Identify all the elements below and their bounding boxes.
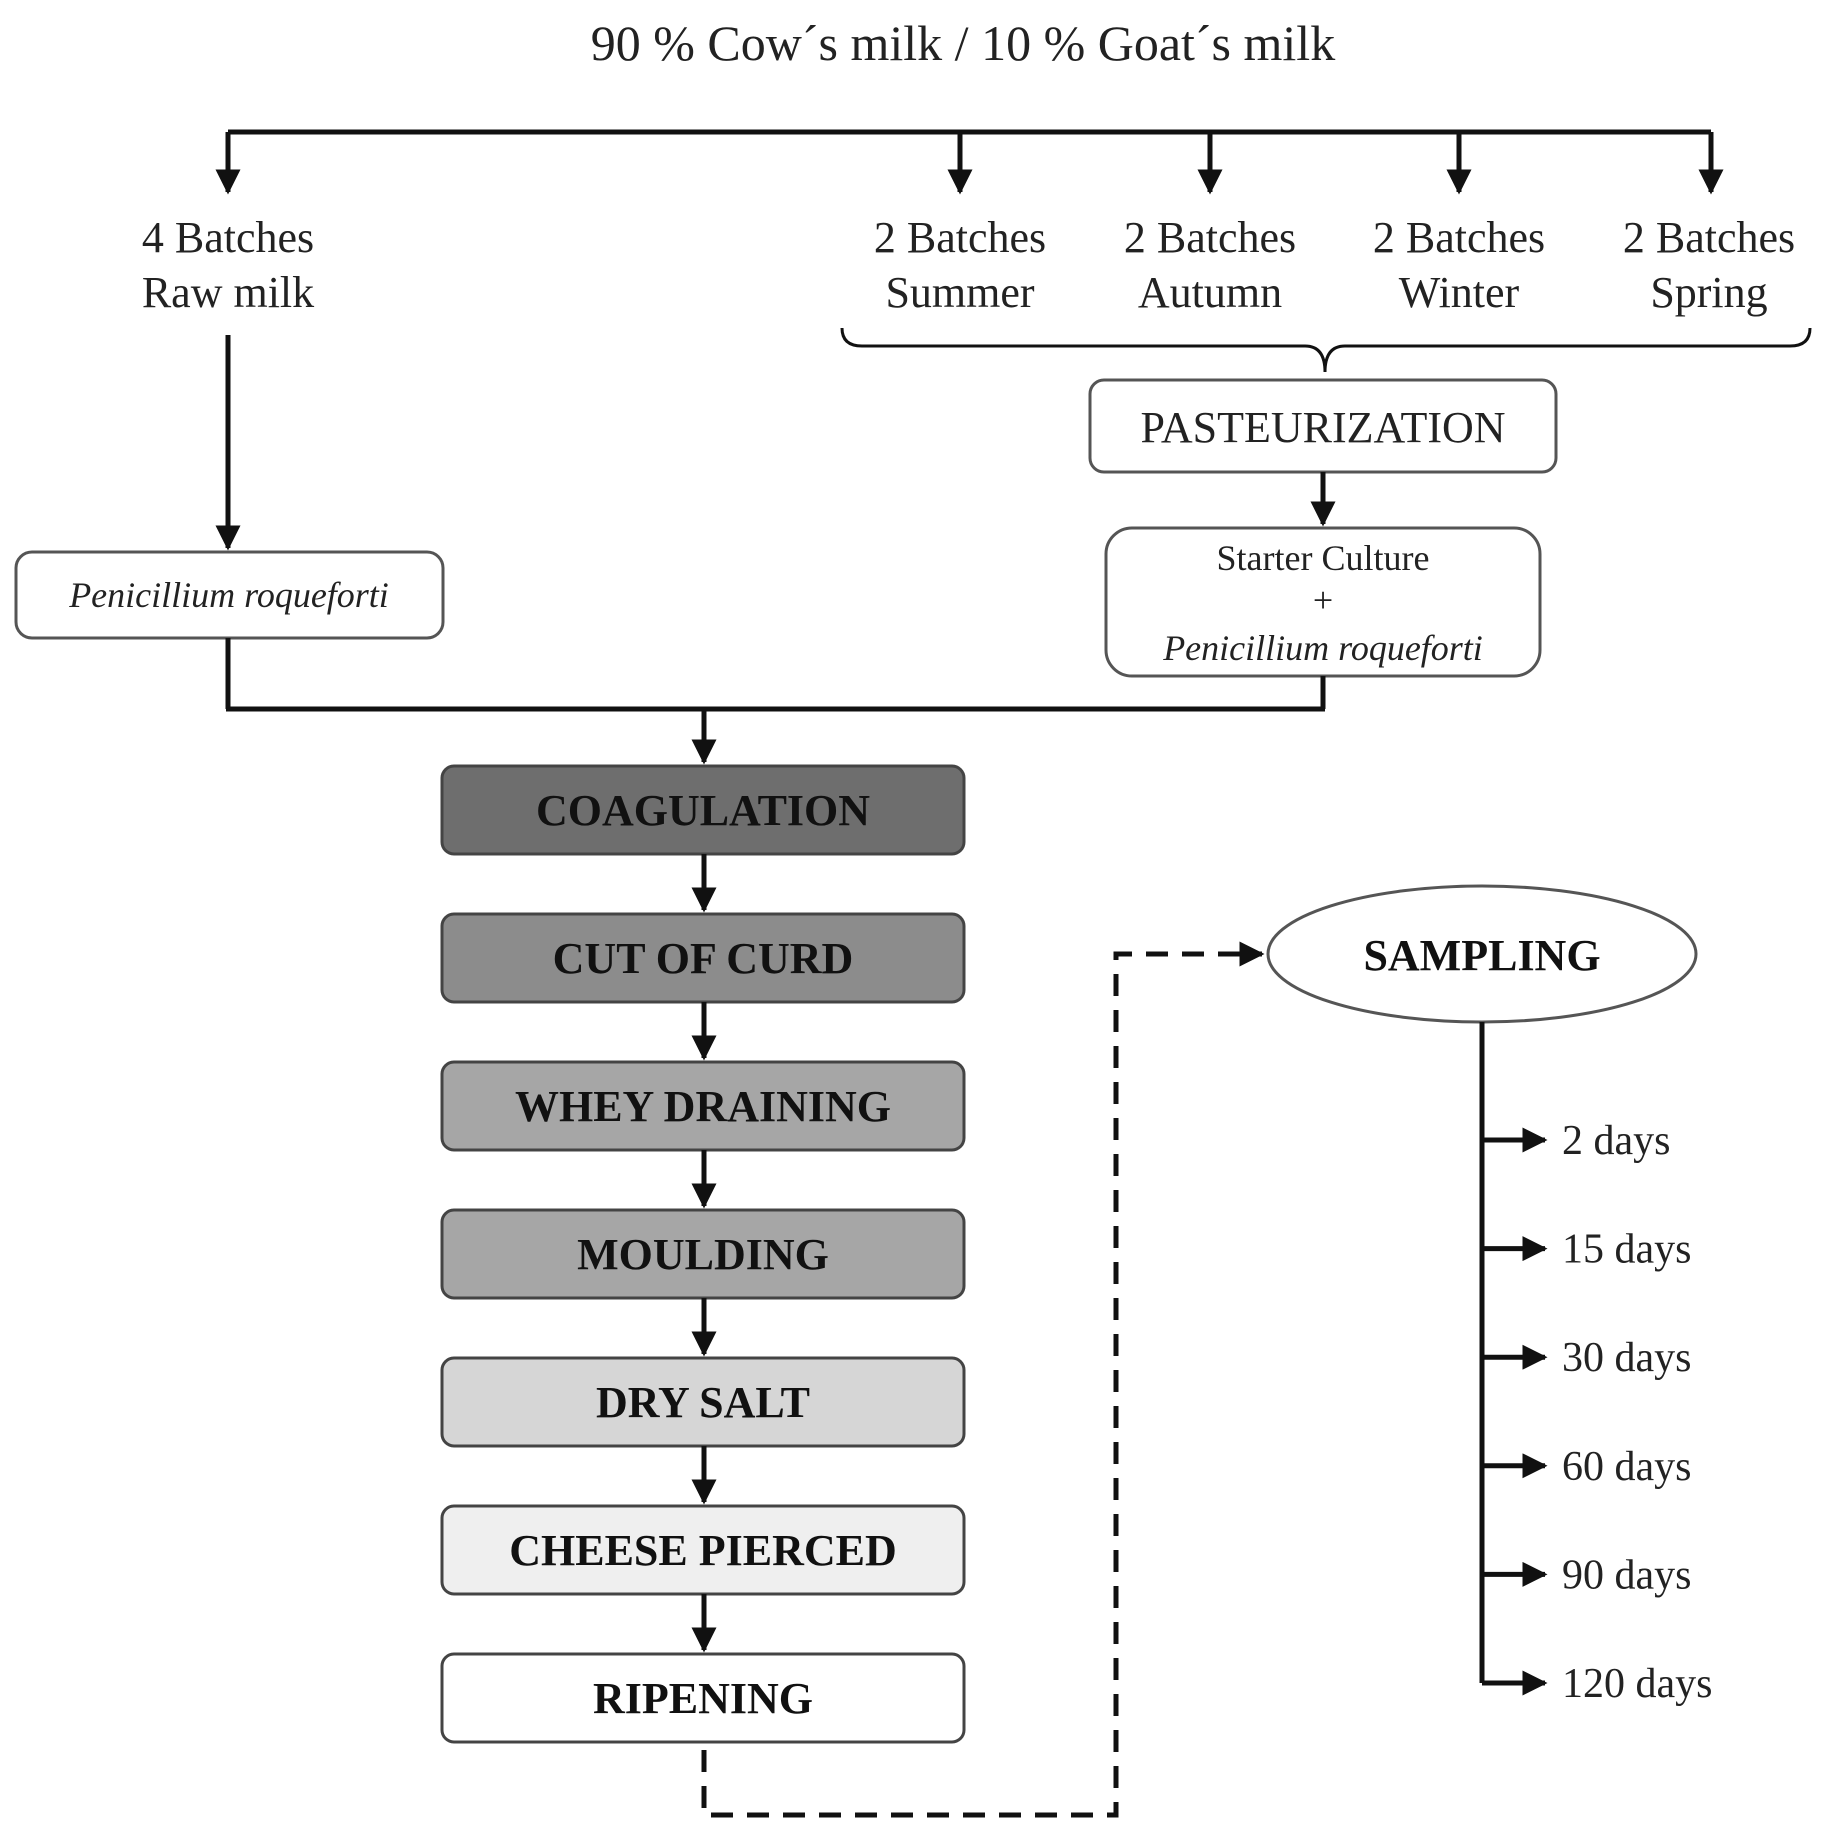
batch-winter: 2 Batches Winter (1373, 213, 1545, 317)
step-dry-salt: DRY SALT (440, 1356, 966, 1448)
sampling-day-label: 30 days (1562, 1335, 1692, 1381)
step-label: CHEESE PIERCED (509, 1526, 897, 1575)
step-ripening: RIPENING (440, 1652, 966, 1744)
step-whey-draining: WHEY DRAINING (440, 1060, 966, 1152)
step-label: RIPENING (593, 1674, 813, 1723)
raw-milk-inoculum-label: Penicillium roqueforti (68, 575, 389, 615)
batch-label: Summer (885, 268, 1034, 317)
step-label: MOULDING (577, 1230, 829, 1279)
sampling-day-label: 2 days (1562, 1118, 1671, 1164)
sampling-day-label: 90 days (1562, 1552, 1692, 1598)
sampling-day-label: 15 days (1562, 1227, 1692, 1273)
batch-label: Autumn (1138, 268, 1282, 317)
step-box (440, 1652, 966, 1744)
ripening-to-sampling-link (701, 941, 1265, 1818)
sampling-label: SAMPLING (1363, 931, 1600, 980)
starter-culture-plus: + (1313, 580, 1333, 620)
milk-split-connector (215, 129, 1724, 195)
step-moulding: MOULDING (440, 1208, 966, 1300)
sampling-day-label: 120 days (1562, 1661, 1713, 1707)
batch-label: Raw milk (142, 268, 314, 317)
starter-culture-mould-label: Penicillium roqueforti (1162, 628, 1483, 668)
step-cut-of-curd: CUT OF CURD (440, 912, 966, 1004)
process-steps: COAGULATION CUT OF CURD WHEY DRAINING MOULD… (440, 764, 966, 1744)
batch-count: 2 Batches (1373, 213, 1545, 262)
batch-count: 2 Batches (1623, 213, 1795, 262)
step-label: COAGULATION (536, 786, 870, 835)
sampling-days: 2 days 15 days 30 days 60 days 90 days 120 da… (1482, 1118, 1713, 1707)
batch-count: 2 Batches (874, 213, 1046, 262)
pasteurization-label: PASTEURIZATION (1140, 403, 1505, 452)
step-label: DRY SALT (596, 1378, 810, 1427)
step-coagulation: COAGULATION (440, 764, 966, 856)
batch-autumn: 2 Batches Autumn (1124, 213, 1296, 317)
batch-raw-milk: 4 Batches Raw milk (142, 213, 314, 317)
step-cheese-pierced: CHEESE PIERCED (440, 1504, 966, 1596)
diagram-title: 90 % Cow´s milk / 10 % Goat´s milk (591, 15, 1335, 71)
step-label: CUT OF CURD (553, 934, 854, 983)
batch-spring: 2 Batches Spring (1623, 213, 1795, 317)
seasonal-batches-brace (840, 327, 1812, 373)
batch-count: 2 Batches (1124, 213, 1296, 262)
batch-summer: 2 Batches Summer (874, 213, 1046, 317)
batch-label: Spring (1650, 268, 1767, 317)
merge-connector (225, 638, 1326, 765)
step-label: WHEY DRAINING (515, 1082, 891, 1131)
starter-culture-label: Starter Culture (1217, 538, 1430, 578)
sampling-day-label: 60 days (1562, 1444, 1692, 1490)
batch-count: 4 Batches (142, 213, 314, 262)
batch-label: Winter (1399, 268, 1520, 317)
